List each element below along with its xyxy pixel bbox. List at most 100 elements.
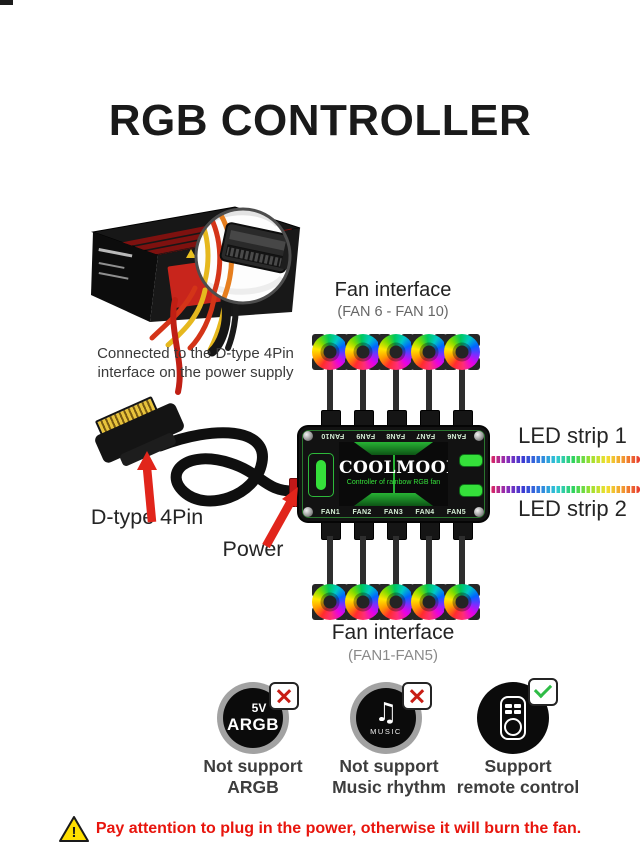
led-port-1 xyxy=(459,454,483,467)
page-title: RGB CONTROLLER xyxy=(108,96,532,145)
screw-icon xyxy=(474,431,484,441)
rgb-fan-icon xyxy=(411,584,447,620)
rgb-fan-icon xyxy=(378,584,414,620)
fan-cable xyxy=(360,366,366,412)
fan-cable xyxy=(327,536,333,586)
fan-hub xyxy=(455,345,469,359)
rgb-fan-icon xyxy=(312,334,348,370)
fan-cable xyxy=(426,366,432,412)
psu-caption: Connected to the D-type 4Pin interface o… xyxy=(83,345,308,383)
brand-name: COOLMOON xyxy=(339,458,448,478)
port-label: FAN7 xyxy=(416,432,436,439)
feature-label-line: remote control xyxy=(456,776,580,797)
feature-label-music: Not support Music rhythm xyxy=(302,756,476,797)
feature-label-line: ARGB xyxy=(227,776,279,797)
fan-interface-bottom-heading: Fan interface (FAN1-FAN5) xyxy=(300,621,486,664)
fan-cable xyxy=(459,536,465,586)
scan-artifact xyxy=(0,0,13,5)
fan-hub xyxy=(323,595,337,609)
music-caption: MUSIC xyxy=(370,727,402,736)
dtype-connector-closeup xyxy=(219,222,290,274)
port-label: FAN8 xyxy=(386,432,406,439)
power-label: Power xyxy=(222,537,284,561)
green-center-line xyxy=(392,442,395,506)
fan-hub xyxy=(455,595,469,609)
controller-center-panel: COOLMOON Controller of rainbow RGB fan xyxy=(339,442,448,506)
feature-label-line: Not support xyxy=(203,756,303,776)
port-label: FAN1 xyxy=(321,509,341,516)
fan-cable xyxy=(360,536,366,586)
fan-interface-bottom-label: Fan interface xyxy=(331,621,455,644)
psu-caption-line2: interface on the power supply xyxy=(97,363,294,381)
led-port-2 xyxy=(459,484,483,497)
fan-interface-top-range: (FAN 6 - FAN 10) xyxy=(337,304,449,320)
fan-cable xyxy=(393,366,399,412)
port-label: FAN5 xyxy=(446,509,466,516)
port-label: FAN4 xyxy=(415,509,435,516)
rgb-fan-icon xyxy=(444,584,480,620)
argb-text: ARGB xyxy=(226,715,280,734)
fan-interface-top-heading: Fan interface (FAN 6 - FAN 10) xyxy=(300,279,486,320)
power-cable xyxy=(154,427,301,507)
led-strip-2-icon xyxy=(490,486,640,493)
feature-label-line: Music rhythm xyxy=(332,776,446,797)
screw-icon xyxy=(303,507,313,517)
fan-hub xyxy=(422,345,436,359)
green-accent-bottom xyxy=(353,493,434,506)
fan-hub xyxy=(323,345,337,359)
fan-cable xyxy=(393,536,399,586)
rgb-fan-icon xyxy=(444,334,480,370)
fan-hub xyxy=(356,345,370,359)
rgb-fan-icon xyxy=(345,334,381,370)
port-label: FAN6 xyxy=(446,432,466,439)
feature-label-line: Support xyxy=(484,756,552,776)
argb-5v-text: 5V xyxy=(251,701,267,715)
magnifier-circle xyxy=(194,207,292,305)
remote-control-icon xyxy=(500,696,526,740)
fan-hub xyxy=(389,595,403,609)
port-label: FAN3 xyxy=(383,509,404,516)
warning-text: Pay attention to plug in the power, othe… xyxy=(95,820,582,837)
port-label: FAN9 xyxy=(355,432,375,439)
cross-badge-icon xyxy=(269,682,299,710)
fan-cable xyxy=(426,536,432,586)
rgb-controller: FAN10 FAN9 FAN8 FAN7 FAN6 COOLMOON Controlle… xyxy=(299,427,488,521)
warning-row: ! Pay attention to plug in the power, ot… xyxy=(0,815,640,843)
warning-triangle-icon: ! xyxy=(58,816,89,842)
port-label: FAN2 xyxy=(352,509,372,516)
cross-badge-icon xyxy=(402,682,432,710)
feature-label-remote: Support remote control xyxy=(420,756,616,797)
port-label: FAN10 xyxy=(321,432,345,439)
svg-text:!: ! xyxy=(71,824,76,841)
feature-label-argb: Not support ARGB xyxy=(166,756,340,797)
fan-hub xyxy=(422,595,436,609)
check-badge-icon xyxy=(528,678,558,706)
fan-cable xyxy=(327,366,333,412)
controller-top-ports: FAN10 FAN9 FAN8 FAN7 FAN6 xyxy=(321,432,466,439)
argb-icon-face: 5V ARGB xyxy=(223,688,283,748)
fan-interface-top-label: Fan interface xyxy=(334,279,452,301)
controller-bottom-ports: FAN1 FAN2 FAN3 FAN4 FAN5 xyxy=(321,509,466,516)
rgb-fan-icon xyxy=(345,584,381,620)
led-strip-1-label: LED strip 1 xyxy=(518,423,627,448)
screw-icon xyxy=(303,431,313,441)
rgb-fan-icon xyxy=(411,334,447,370)
dtype-4pin-label: D-type 4Pin xyxy=(90,505,204,529)
led-strip-2-label: LED strip 2 xyxy=(518,496,627,521)
fan-interface-bottom-range: (FAN1-FAN5) xyxy=(347,647,438,664)
feature-label-line: Not support xyxy=(339,756,439,776)
fan-hub xyxy=(389,345,403,359)
psu-caption-line1: Connected to the D-type 4Pin xyxy=(97,345,294,362)
fan-hub xyxy=(356,595,370,609)
fan-cable xyxy=(459,366,465,412)
music-note-icon: ♫ xyxy=(374,698,398,728)
rgb-fan-icon xyxy=(378,334,414,370)
screw-icon xyxy=(474,507,484,517)
green-accent-top xyxy=(353,442,434,455)
controller-frame xyxy=(302,430,485,518)
rgb-fan-icon xyxy=(312,584,348,620)
power-module xyxy=(308,453,334,497)
power-module-slot xyxy=(316,460,326,490)
